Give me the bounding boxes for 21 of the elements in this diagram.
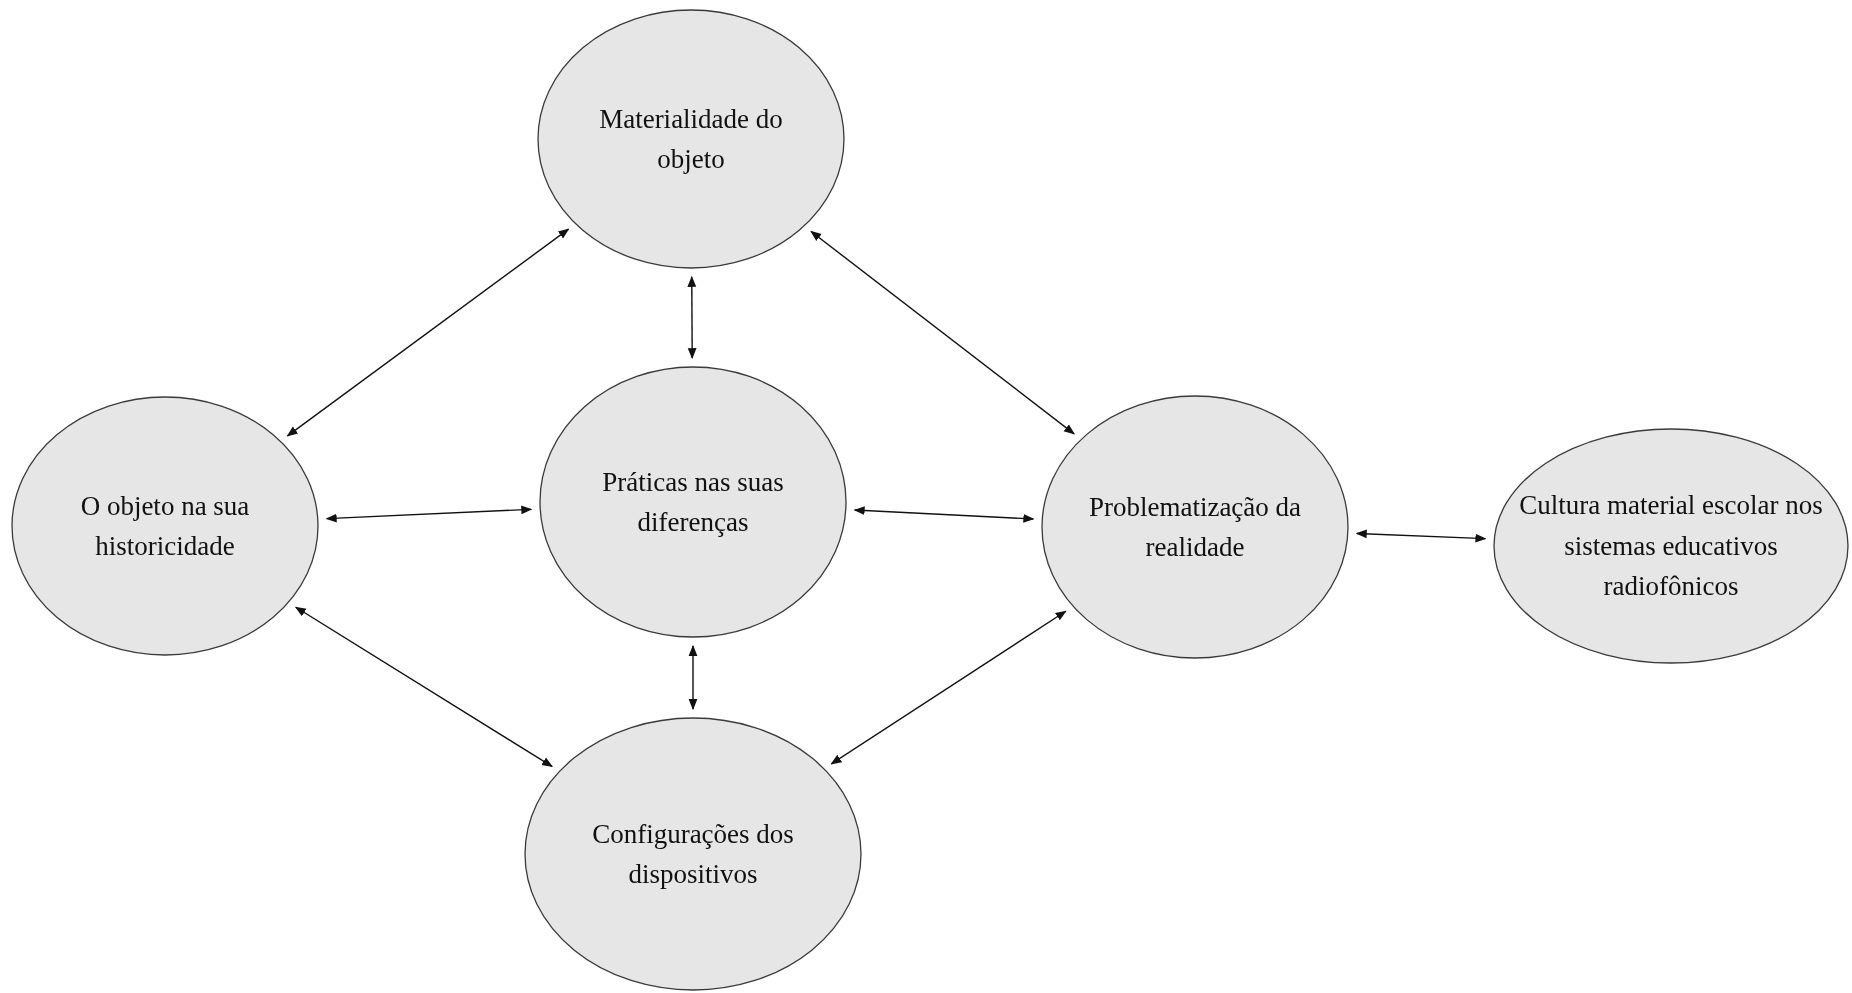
double-arrow (1355, 529, 1487, 543)
node-label: Materialidade do objeto (598, 102, 784, 176)
node-label: Práticas nas suas diferenças (601, 465, 785, 539)
double-arrow (325, 505, 533, 523)
node-label: Configurações dos dispositivos (591, 817, 795, 891)
double-arrow (688, 644, 698, 711)
node-label: Problematização da realidade (1087, 490, 1303, 564)
double-arrow (830, 610, 1067, 765)
double-arrow (810, 230, 1075, 435)
double-arrow (687, 275, 697, 360)
double-arrow (294, 606, 553, 768)
ellipse-node (539, 366, 847, 638)
double-arrow (286, 228, 570, 437)
node-label: O objeto na sua historicidade (79, 489, 251, 563)
ellipse-node (1041, 395, 1349, 659)
ellipse-node (1493, 428, 1849, 664)
node-label: Cultura material escolar nos sistemas educativos radiofônicos (1518, 489, 1824, 604)
ellipse-node (537, 9, 845, 269)
ellipse-node (11, 396, 319, 656)
ellipse-node (524, 717, 862, 991)
double-arrow (853, 506, 1035, 523)
